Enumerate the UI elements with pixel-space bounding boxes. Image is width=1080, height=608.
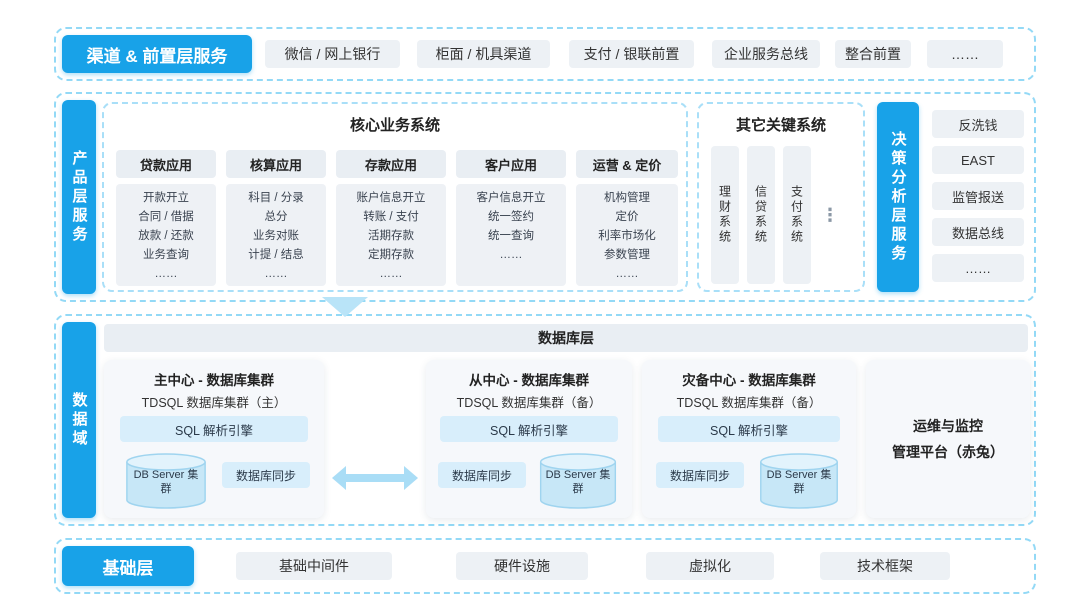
sql-engine-chip: SQL 解析引擎 xyxy=(658,416,840,442)
channel-item: 柜面 / 机具渠道 xyxy=(417,40,550,68)
sync-arrow-icon xyxy=(332,466,418,490)
foundation-item: 硬件设施 xyxy=(456,552,588,580)
other-system-item: 理财系统 xyxy=(711,146,739,284)
core-column-body: 机构管理 定价 利率市场化 参数管理 …… xyxy=(576,184,678,286)
core-column-body: 账户信息开立 转账 / 支付 活期存款 定期存款 …… xyxy=(336,184,446,286)
decision-layer-label: 决策分析层服务 xyxy=(889,130,907,264)
db-sync-chip: 数据库同步 xyxy=(222,462,310,488)
cluster-subtitle: TDSQL 数据库集群（主） xyxy=(141,396,287,410)
product-layer-bar: 产品层服务 xyxy=(62,100,96,294)
product-layer-label: 产品层服务 xyxy=(70,149,88,245)
decision-item: EAST xyxy=(932,146,1024,174)
core-column-body: 科目 / 分录 总分 业务对账 计提 / 结息 …… xyxy=(226,184,326,286)
foundation-layer-section: 基础层 基础中间件 硬件设施 虚拟化 技术框架 xyxy=(54,538,1036,594)
db-cylinder-icon: DB Server 集群 xyxy=(536,452,620,510)
product-layer-section: 产品层服务 核心业务系统 贷款应用 开款开立 合同 / 借据 放款 / 还款 业… xyxy=(54,92,1036,302)
core-systems-box: 核心业务系统 贷款应用 开款开立 合同 / 借据 放款 / 还款 业务查询 ……… xyxy=(102,102,688,292)
db-cylinder-icon: DB Server 集群 xyxy=(756,452,842,510)
foundation-item: 技术框架 xyxy=(820,552,950,580)
db-sync-chip: 数据库同步 xyxy=(656,462,744,488)
core-column-body: 开款开立 合同 / 借据 放款 / 还款 业务查询 …… xyxy=(116,184,216,286)
core-column-header: 贷款应用 xyxy=(116,150,216,178)
channel-layer-section: 渠道 & 前置层服务 微信 / 网上银行 柜面 / 机具渠道 支付 / 银联前置… xyxy=(54,27,1036,81)
cluster-subtitle: TDSQL 数据库集群（备） xyxy=(456,396,602,410)
cluster-subtitle: TDSQL 数据库集群（备） xyxy=(676,396,822,410)
decision-item: 监管报送 xyxy=(932,182,1024,210)
db-server-label: DB Server 集群 xyxy=(766,469,832,495)
channel-item: …… xyxy=(927,40,1003,68)
decision-item: …… xyxy=(932,254,1024,282)
other-systems-title: 其它关键系统 xyxy=(735,117,826,134)
decision-item: 反洗钱 xyxy=(932,110,1024,138)
core-column-header: 运营 & 定价 xyxy=(576,150,678,178)
sql-engine-chip: SQL 解析引擎 xyxy=(440,416,618,442)
db-sync-chip: 数据库同步 xyxy=(438,462,526,488)
core-column-header: 存款应用 xyxy=(336,150,446,178)
channel-layer-label: 渠道 & 前置层服务 xyxy=(62,35,252,73)
vertical-ellipsis: ⋮ xyxy=(821,204,839,225)
cluster-title: 主中心 - 数据库集群 xyxy=(154,373,274,388)
sql-engine-chip: SQL 解析引擎 xyxy=(120,416,308,442)
cluster-title: 灾备中心 - 数据库集群 xyxy=(682,373,816,388)
core-column-header: 客户应用 xyxy=(456,150,566,178)
database-layer-header: 数据库层 xyxy=(104,324,1028,352)
db-server-label: DB Server 集群 xyxy=(133,469,199,495)
core-column-body: 客户信息开立 统一签约 统一查询 …… xyxy=(456,184,566,286)
data-domain-section: 数据域 数据库层 主中心 - 数据库集群 TDSQL 数据库集群（主） SQL … xyxy=(54,314,1036,526)
db-cluster-card-primary: 主中心 - 数据库集群 TDSQL 数据库集群（主） SQL 解析引擎 DB S… xyxy=(104,360,324,518)
other-system-item: 支付系统 xyxy=(783,146,811,284)
cluster-title: 从中心 - 数据库集群 xyxy=(469,373,589,388)
channel-item: 企业服务总线 xyxy=(712,40,820,68)
foundation-item: 虚拟化 xyxy=(646,552,774,580)
other-systems-box: 其它关键系统 理财系统 信贷系统 支付系统 ⋮ xyxy=(697,102,865,292)
db-cluster-card-disaster: 灾备中心 - 数据库集群 TDSQL 数据库集群（备） SQL 解析引擎 数据库… xyxy=(642,360,856,518)
db-cylinder-icon: DB Server 集群 xyxy=(122,452,210,510)
data-domain-bar: 数据域 xyxy=(62,322,96,518)
channel-item: 整合前置 xyxy=(835,40,911,68)
channel-item: 支付 / 银联前置 xyxy=(569,40,694,68)
decision-layer-bar: 决策分析层服务 xyxy=(877,102,919,292)
data-domain-label: 数据域 xyxy=(70,391,88,449)
ops-platform-card: 运维与监控 管理平台（赤兔） xyxy=(866,360,1030,518)
ops-platform-label: 运维与监控 管理平台（赤兔） xyxy=(892,418,1004,460)
down-arrow-icon xyxy=(322,297,368,317)
other-system-item: 信贷系统 xyxy=(747,146,775,284)
core-column-header: 核算应用 xyxy=(226,150,326,178)
core-systems-title: 核心业务系统 xyxy=(349,117,440,134)
foundation-item: 基础中间件 xyxy=(236,552,392,580)
foundation-label: 基础层 xyxy=(62,546,194,586)
channel-item: 微信 / 网上银行 xyxy=(265,40,400,68)
decision-item: 数据总线 xyxy=(932,218,1024,246)
db-cluster-card-secondary: 从中心 - 数据库集群 TDSQL 数据库集群（备） SQL 解析引擎 数据库同… xyxy=(426,360,632,518)
db-server-label: DB Server 集群 xyxy=(545,469,611,495)
